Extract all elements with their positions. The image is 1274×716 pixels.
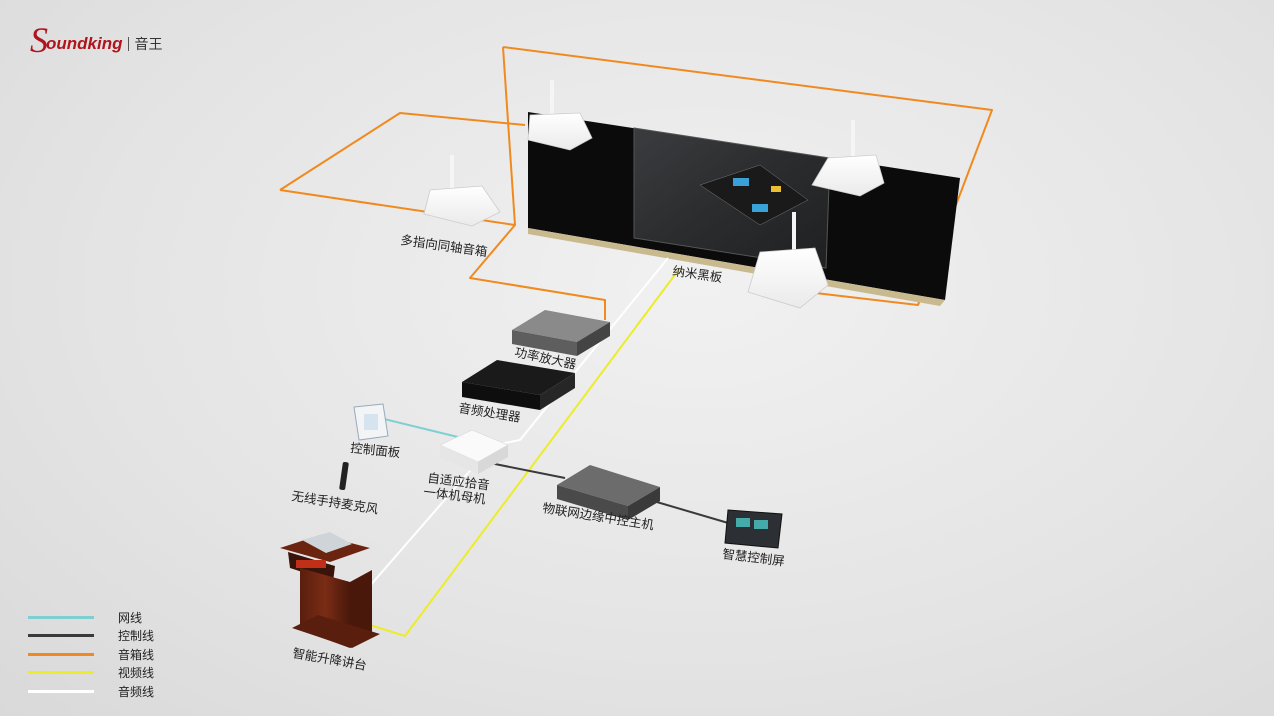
network-cable-line bbox=[379, 417, 463, 439]
legend-swatch bbox=[28, 689, 94, 693]
label-smart-screen: 智慧控制屏 bbox=[722, 546, 786, 569]
legend-swatch bbox=[28, 652, 94, 656]
label-podium: 智能升降讲台 bbox=[291, 645, 367, 673]
legend-label: 控制线 bbox=[118, 629, 155, 644]
label-wireless-mic: 无线手持麦克风 bbox=[291, 488, 380, 517]
speaker-cable-line bbox=[502, 46, 516, 226]
audio-processor bbox=[462, 360, 575, 410]
logo-cn: 音王 bbox=[134, 37, 163, 53]
legend-item: 控制线 bbox=[28, 627, 154, 646]
nano-blackboard bbox=[528, 112, 960, 306]
smart-screen-device bbox=[724, 509, 783, 549]
legend: 网线 控制线 音箱线 视频线 音频线 bbox=[28, 608, 154, 701]
legend-item: 音频线 bbox=[28, 682, 154, 701]
speaker-top-left bbox=[527, 80, 593, 151]
control-cable-group bbox=[489, 462, 736, 526]
power-amplifier bbox=[512, 310, 610, 356]
smart-lift-podium bbox=[280, 532, 380, 648]
legend-swatch bbox=[28, 634, 94, 638]
logo-mark: S bbox=[30, 20, 48, 60]
video-cable-group bbox=[369, 267, 681, 638]
label-blackboard: 纳米黑板 bbox=[672, 263, 724, 285]
legend-label: 音箱线 bbox=[118, 647, 155, 662]
legend-item: 音箱线 bbox=[28, 645, 154, 664]
audio-cable-line bbox=[361, 464, 476, 596]
legend-item: 网线 bbox=[28, 608, 154, 627]
network-cable-group bbox=[379, 417, 463, 439]
soundking-logo: S oundking 音王 bbox=[30, 22, 162, 58]
label-speaker: 多指向同轴音箱 bbox=[400, 232, 489, 259]
legend-label: 视频线 bbox=[118, 666, 155, 681]
legend-swatch bbox=[28, 671, 94, 675]
control-cable-line bbox=[649, 499, 736, 526]
control-cable-line bbox=[489, 462, 566, 479]
speaker-top-right bbox=[811, 120, 885, 197]
video-cable-line bbox=[369, 267, 681, 638]
legend-item: 视频线 bbox=[28, 664, 154, 683]
legend-swatch bbox=[28, 615, 94, 619]
logo-separator bbox=[128, 37, 130, 51]
legend-label: 音频线 bbox=[118, 684, 155, 699]
wireless-mic-device bbox=[339, 461, 349, 491]
speaker-cable-line bbox=[279, 112, 526, 191]
control-panel-device bbox=[353, 403, 389, 441]
speaker-front-right bbox=[747, 212, 829, 309]
label-control-panel: 控制面板 bbox=[350, 440, 402, 460]
logo-text: oundking bbox=[46, 34, 123, 53]
audio-cable-group bbox=[361, 257, 669, 596]
legend-label: 网线 bbox=[118, 610, 143, 625]
iot-edge-host bbox=[557, 465, 660, 520]
speaker-left bbox=[423, 155, 501, 227]
mic-host-unit bbox=[439, 429, 509, 474]
